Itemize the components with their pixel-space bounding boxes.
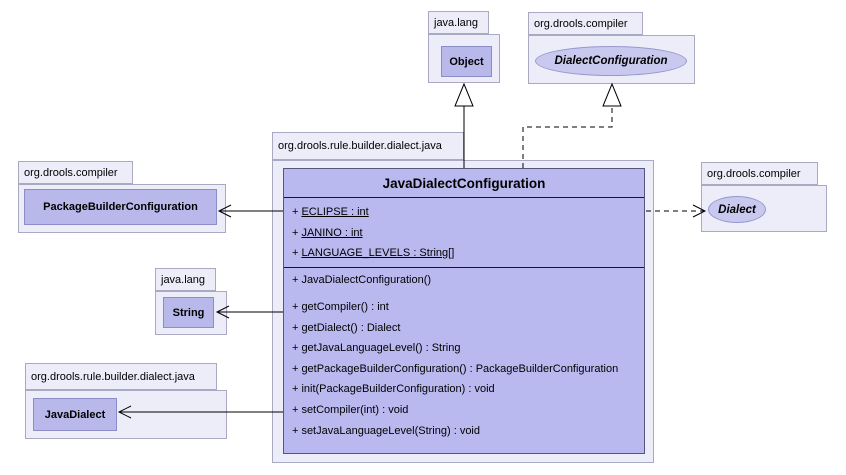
methods-compartment: +JavaDialectConfiguration() +getCompiler… (284, 268, 644, 441)
class-node-object[interactable]: Object (441, 46, 492, 77)
fields-compartment: +ECLIPSE : int +JANINO : int +LANGUAGE_L… (284, 198, 644, 268)
package-name: org.drools.compiler (534, 17, 628, 30)
field-row: +ECLIPSE : int (292, 206, 369, 218)
realization-arrow-to-dialect-configuration (522, 82, 622, 168)
package-tab-compiler-right: org.drools.compiler (701, 162, 818, 185)
package-tab-main: org.drools.rule.builder.dialect.java (272, 132, 464, 160)
interface-label: Dialect (718, 203, 756, 216)
class-label: Object (449, 55, 484, 68)
package-tab-compiler-left: org.drools.compiler (18, 161, 133, 184)
interface-label: DialectConfiguration (554, 55, 668, 67)
method-row: +setJavaLanguageLevel(String) : void (292, 424, 480, 437)
package-name: java.lang (434, 16, 479, 29)
interface-node-dialect[interactable]: Dialect (708, 196, 766, 223)
method-row: +getCompiler() : int (292, 301, 389, 314)
package-tab-dialect-java-bottom: org.drools.rule.builder.dialect.java (25, 363, 217, 390)
dependency-arrow-to-dialect (646, 204, 707, 218)
package-name: org.drools.rule.builder.dialect.java (31, 370, 195, 383)
package-name: java.lang (161, 273, 206, 286)
class-node-java-dialect-configuration: JavaDialectConfiguration +ECLIPSE : int … (283, 168, 645, 454)
class-title: JavaDialectConfiguration (382, 175, 546, 191)
class-label: String (172, 306, 205, 319)
method-row: +getJavaLanguageLevel() : String (292, 342, 461, 355)
package-tab-java-lang-top: java.lang (428, 11, 489, 34)
method-row: +setCompiler(int) : void (292, 404, 409, 417)
package-tab-java-lang-left: java.lang (155, 268, 216, 291)
method-row: +getPackageBuilderConfiguration() : Pack… (292, 362, 619, 375)
class-node-string[interactable]: String (163, 297, 214, 328)
package-name: org.drools.compiler (24, 166, 118, 179)
class-label: JavaDialect (44, 408, 106, 421)
field-row: +LANGUAGE_LEVELS : String[] (292, 247, 455, 260)
class-node-package-builder-configuration[interactable]: PackageBuilderConfiguration (24, 189, 217, 225)
class-node-java-dialect[interactable]: JavaDialect (33, 398, 117, 431)
class-header: JavaDialectConfiguration (284, 169, 644, 198)
method-row: +JavaDialectConfiguration() (292, 274, 432, 286)
interface-node-dialect-configuration[interactable]: DialectConfiguration (535, 46, 687, 76)
method-row: +getDialect() : Dialect (292, 321, 401, 334)
field-row: +JANINO : int (292, 226, 363, 239)
method-row: +init(PackageBuilderConfiguration) : voi… (292, 383, 495, 396)
package-name: org.drools.rule.builder.dialect.java (278, 140, 442, 152)
class-label: PackageBuilderConfiguration (43, 201, 198, 213)
package-name: org.drools.compiler (707, 167, 801, 180)
package-tab-compiler-top: org.drools.compiler (528, 12, 643, 35)
